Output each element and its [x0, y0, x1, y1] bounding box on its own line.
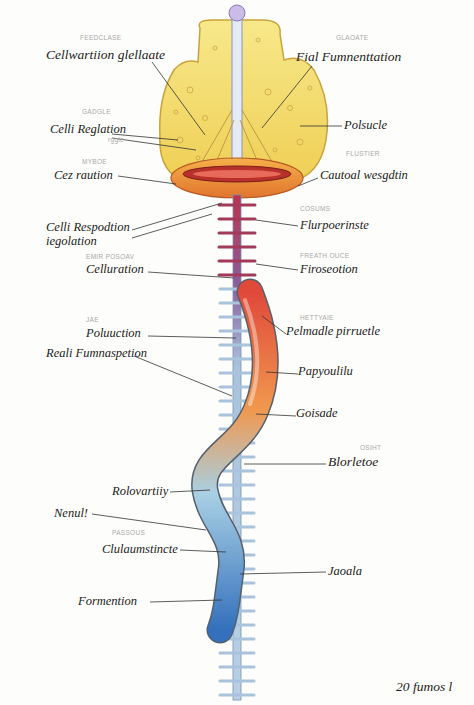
bowl-inner	[193, 170, 281, 178]
part-label: Polsucle	[344, 118, 387, 132]
part-label: Formention	[78, 594, 137, 608]
section-note: GLAOATE	[336, 34, 368, 42]
upper-ribs	[219, 205, 255, 275]
section-note: FEEDCLASE	[80, 34, 121, 42]
part-label: Celli Reglation	[50, 122, 126, 136]
part-label: Fial Fumnenttation	[296, 50, 401, 64]
part-label: Firoseotion	[300, 262, 358, 276]
section-note: EMIR POSOAV	[86, 253, 134, 261]
part-label: Clulaumstincte	[102, 542, 178, 556]
section-note: COSUMS	[300, 205, 330, 213]
worm-highlight	[245, 300, 257, 404]
section-note: FREATH OUCE	[300, 252, 349, 260]
part-label: Rolovartiiy	[112, 484, 168, 498]
top-knob	[229, 5, 245, 21]
part-label: Celluration	[86, 262, 144, 276]
part-label: Reali Fumnaspetion	[46, 346, 147, 360]
section-note: HETTYAIE	[300, 314, 334, 322]
worm-body	[205, 292, 266, 630]
part-label: Blorletoe	[328, 455, 378, 469]
section-note: MYBOE	[82, 158, 107, 166]
part-label: Pelmadle pirruetle	[286, 324, 380, 338]
central-tube	[232, 12, 242, 162]
part-label: 20 fumos l	[396, 680, 452, 694]
part-label: Poluuction	[86, 326, 141, 340]
part-label: Celli Respodtion iegolation	[46, 220, 138, 248]
section-note: rggle	[108, 136, 124, 144]
part-label: Cellwartiion glellaate	[46, 48, 165, 62]
orange-bowl	[171, 158, 303, 198]
part-label: Goisade	[296, 406, 338, 420]
section-note: OSIHT	[360, 444, 381, 452]
part-label: Jaoala	[328, 564, 362, 578]
section-note: FLUSTIER	[346, 150, 380, 158]
organ-spots	[174, 38, 312, 160]
fan-fibres	[200, 110, 274, 165]
bowl-rim	[183, 166, 291, 182]
part-label: Flurpoerinste	[300, 218, 369, 232]
part-label: Nenul!	[54, 506, 88, 520]
central-tube	[232, 12, 242, 162]
section-note: JAE	[86, 316, 99, 324]
section-note: PASSOUS	[112, 529, 145, 537]
section-note: GADGLE	[82, 108, 111, 116]
worm-outline	[205, 292, 266, 630]
part-label: Papyoulilu	[298, 364, 353, 378]
part-label: Cez raution	[54, 168, 113, 182]
part-label: Cautoal wesgdtin	[320, 168, 408, 182]
